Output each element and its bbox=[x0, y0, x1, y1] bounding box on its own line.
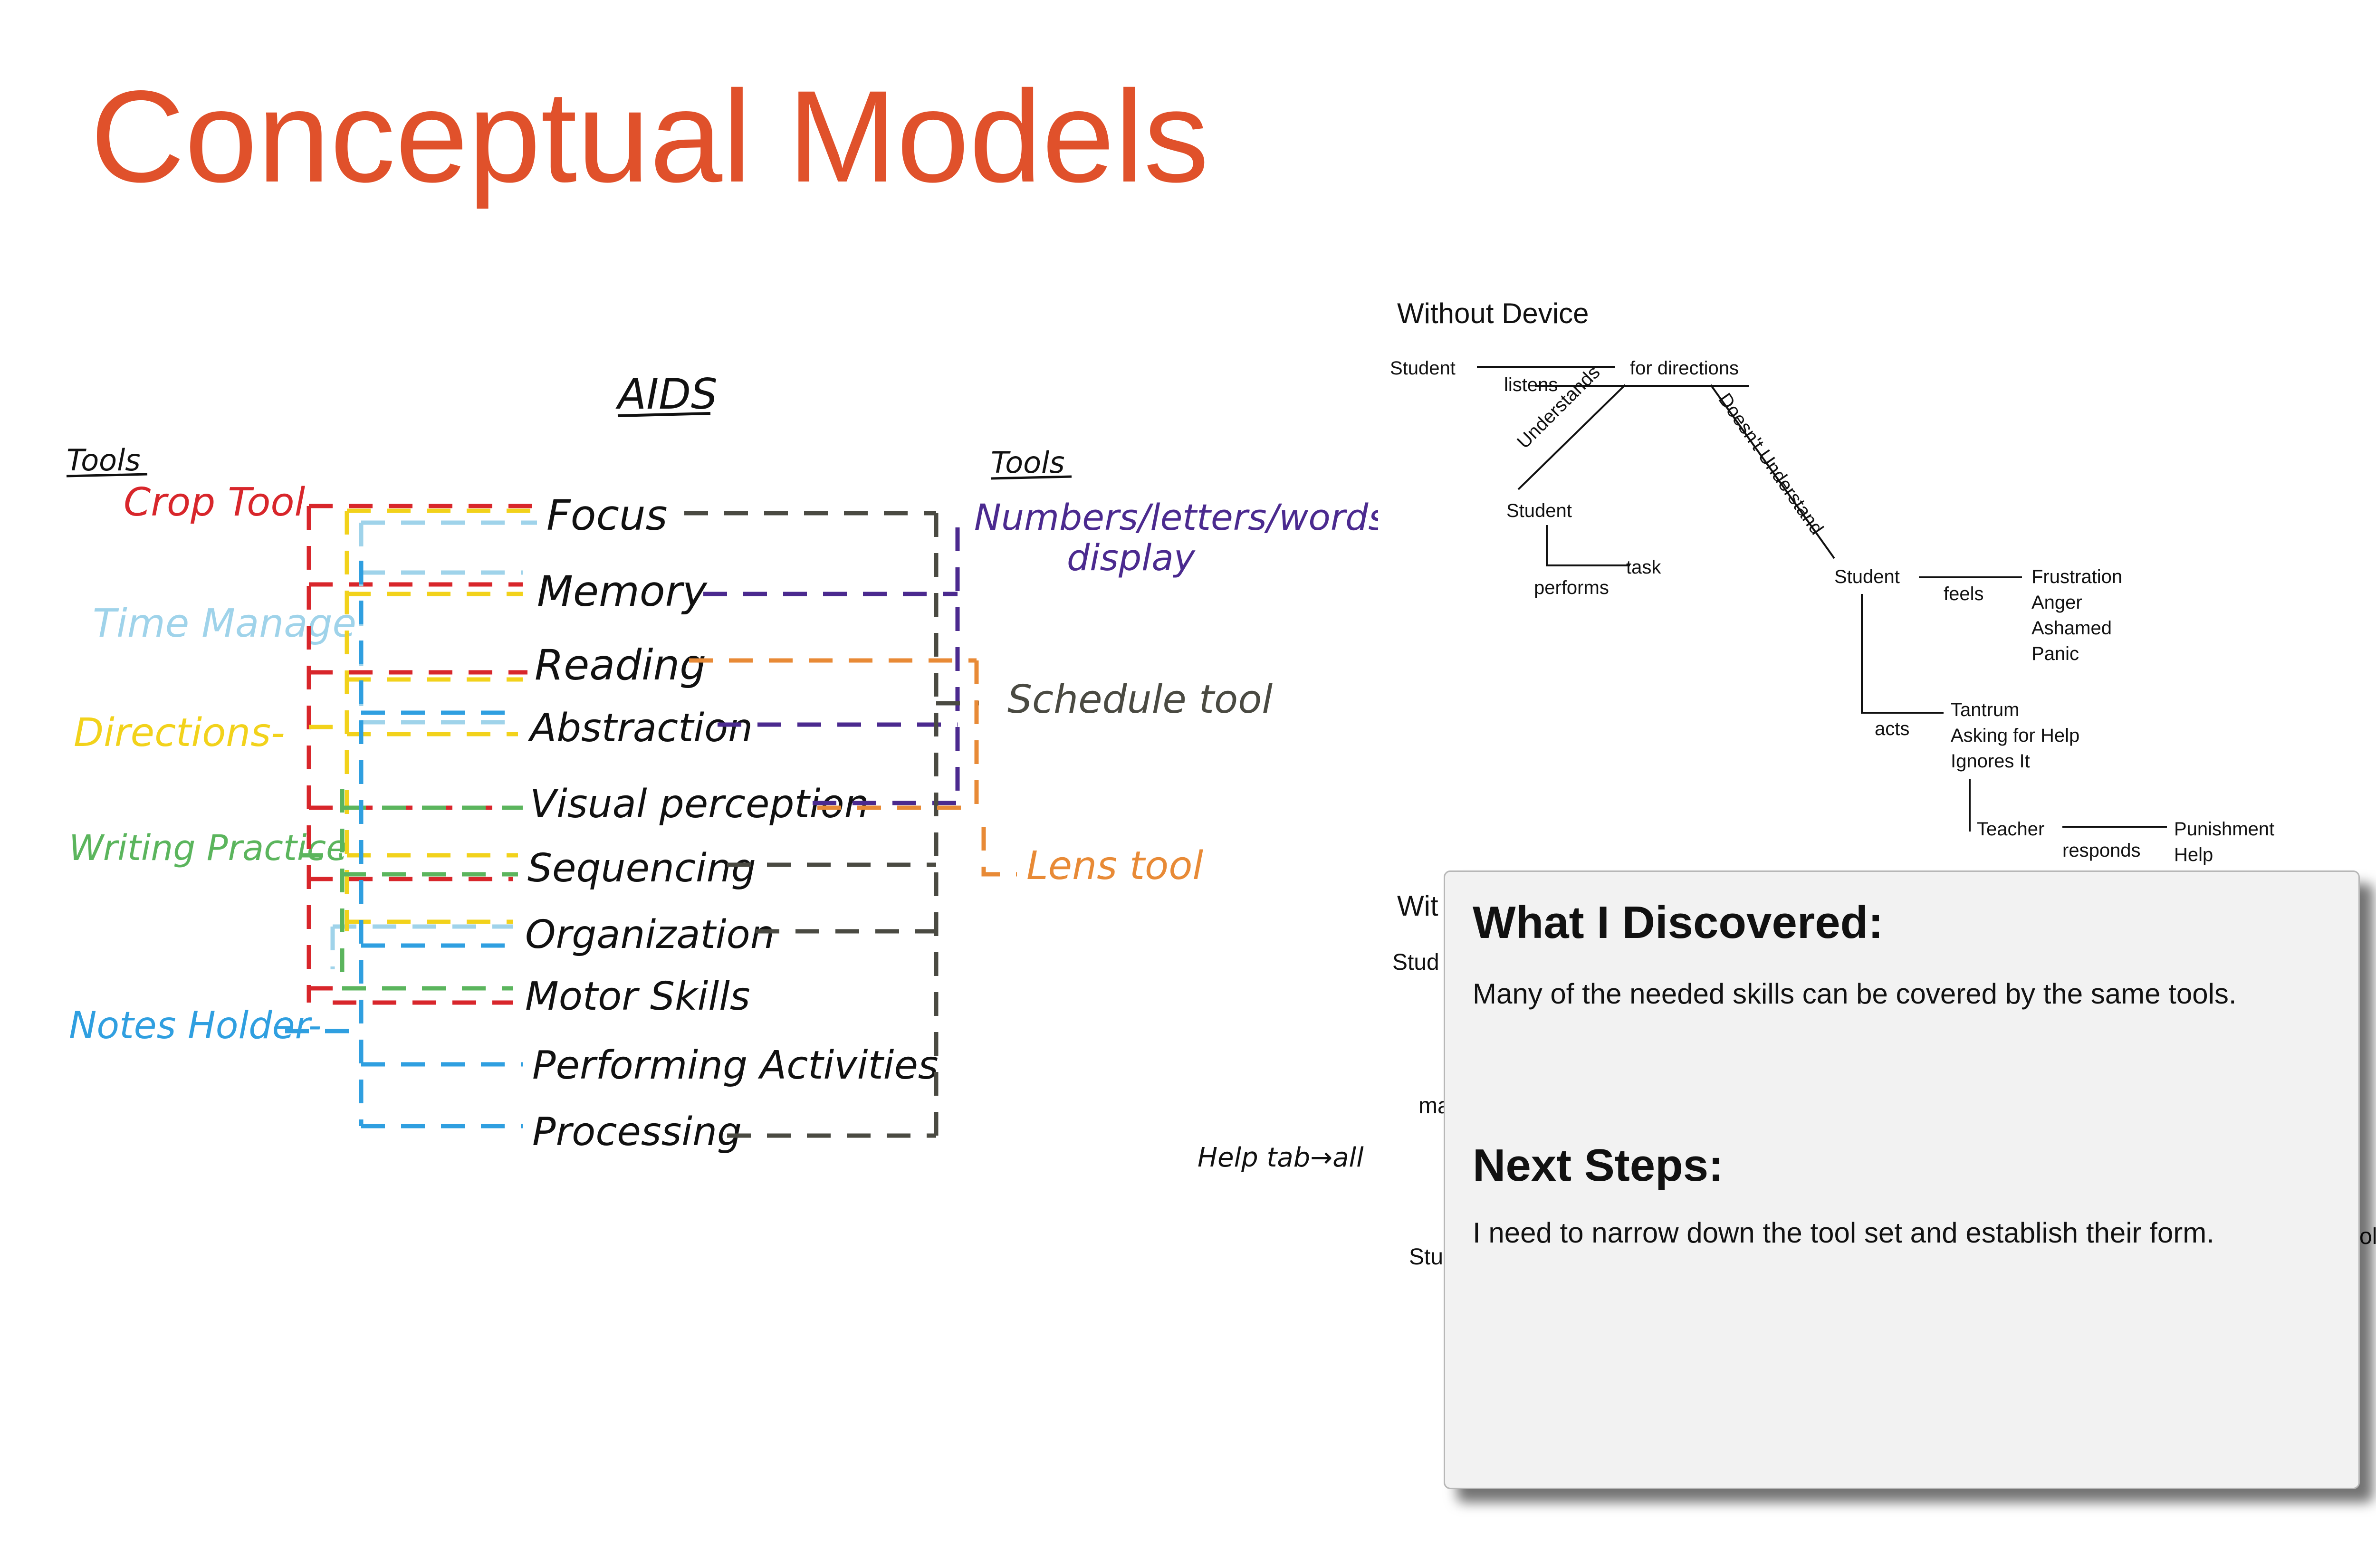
discovered-text: Many of the needed skills can be covered… bbox=[1473, 978, 2237, 1010]
connector-dark bbox=[684, 511, 979, 1138]
node-ignores-it: Ignores It bbox=[1951, 751, 2030, 772]
partial-stu: Stu bbox=[1409, 1244, 1444, 1270]
node-student-right: Student bbox=[1834, 566, 1900, 587]
edge-understands-line bbox=[1535, 385, 1749, 387]
partial-with-heading: Wit bbox=[1397, 890, 1438, 922]
node-frustration: Frustration bbox=[2031, 566, 2123, 587]
node-anger: Anger bbox=[2031, 592, 2082, 613]
node-panic: Panic bbox=[2031, 643, 2079, 664]
edge-performs: performs bbox=[1534, 577, 1609, 598]
aid-motor-skills: Motor Skills bbox=[525, 974, 750, 1019]
edge-performs-line bbox=[1546, 525, 1630, 566]
edge-doesnt-understand-diag bbox=[1710, 384, 1835, 559]
help-tab-note: Help tab→all bbox=[1198, 1142, 1364, 1173]
edge-acts: acts bbox=[1875, 718, 1910, 739]
node-punishment: Punishment bbox=[2174, 819, 2275, 840]
aid-focus: Focus bbox=[546, 491, 667, 540]
connector-red bbox=[307, 504, 537, 1005]
connector-green bbox=[299, 789, 523, 991]
aids-underline bbox=[617, 412, 711, 417]
right-tools-underline bbox=[990, 475, 1072, 480]
discovered-heading: What I Discovered: bbox=[1473, 897, 1884, 948]
node-student-left: Student bbox=[1506, 500, 1572, 521]
tool-lens-tool: Lens tool bbox=[1026, 843, 1203, 889]
node-teacher: Teacher bbox=[1977, 819, 2045, 840]
tool-writing-practice: Writing Practice bbox=[69, 828, 348, 869]
node-student-top: Student bbox=[1390, 358, 1456, 379]
next-steps-text: I need to narrow down the tool set and e… bbox=[1473, 1217, 2214, 1249]
node-asking-for-help: Asking for Help bbox=[1951, 725, 2080, 746]
connector-orange bbox=[689, 658, 1017, 877]
sketch-connectors bbox=[285, 504, 1017, 1138]
right-tools-heading: Tools bbox=[991, 445, 1065, 480]
tool-numbers-display: display bbox=[1067, 536, 1196, 579]
tool-crop-tool: Crop Tool bbox=[124, 480, 306, 525]
partial-ol: ol bbox=[2359, 1224, 2376, 1249]
page-title: Conceptual Models bbox=[90, 64, 1209, 210]
node-task: task bbox=[1626, 557, 1661, 578]
tool-time-manage: Time Manage bbox=[93, 601, 356, 646]
concept-map: Without Device Student listens for direc… bbox=[1378, 266, 2376, 1270]
tool-numbers-letters-words: Numbers/letters/words bbox=[974, 496, 1378, 538]
tool-directions: Directions- bbox=[74, 710, 285, 755]
aid-performing-activities: Performing Activities bbox=[532, 1043, 939, 1088]
next-steps-heading: Next Steps: bbox=[1473, 1140, 1724, 1191]
connector-purple bbox=[703, 527, 960, 808]
edge-understands-diag bbox=[1517, 384, 1626, 490]
aid-sequencing: Sequencing bbox=[527, 846, 756, 891]
edge-responds: responds bbox=[2062, 840, 2141, 861]
aid-visual-perception: Visual perception bbox=[530, 782, 869, 827]
partial-student: Stud bbox=[1392, 950, 1439, 975]
connector-yellow bbox=[309, 508, 537, 931]
node-for-directions: for directions bbox=[1630, 358, 1739, 379]
left-tools-heading: Tools bbox=[67, 443, 141, 478]
node-ashamed: Ashamed bbox=[2031, 618, 2112, 639]
aid-reading: Reading bbox=[535, 641, 706, 689]
node-help: Help bbox=[2174, 844, 2213, 865]
findings-card: What I Discovered: Many of the needed sk… bbox=[1444, 870, 2360, 1489]
concept-map-edges bbox=[1517, 384, 2167, 832]
aids-heading: AIDS bbox=[615, 370, 718, 419]
concept-map-heading: Without Device bbox=[1397, 297, 1589, 329]
tool-schedule-tool: Schedule tool bbox=[1007, 677, 1273, 722]
aid-abstraction: Abstraction bbox=[527, 706, 753, 751]
connector-blue bbox=[285, 561, 523, 1128]
edge-listens-line bbox=[1477, 366, 1615, 368]
aid-processing: Processing bbox=[532, 1109, 742, 1155]
node-tantrum: Tantrum bbox=[1951, 699, 2020, 720]
edge-feels: feels bbox=[1944, 583, 1984, 604]
edge-acts-line bbox=[1861, 594, 1944, 714]
aid-memory: Memory bbox=[537, 567, 708, 616]
left-tools-underline bbox=[66, 473, 148, 478]
aids-tools-sketch: AIDS Tools Tools Crop Tool Time Manage D… bbox=[66, 370, 1378, 1173]
tool-notes-holder: Notes Holder- bbox=[69, 1004, 322, 1047]
connector-light-blue bbox=[330, 520, 537, 969]
aid-organization: Organization bbox=[525, 912, 775, 957]
